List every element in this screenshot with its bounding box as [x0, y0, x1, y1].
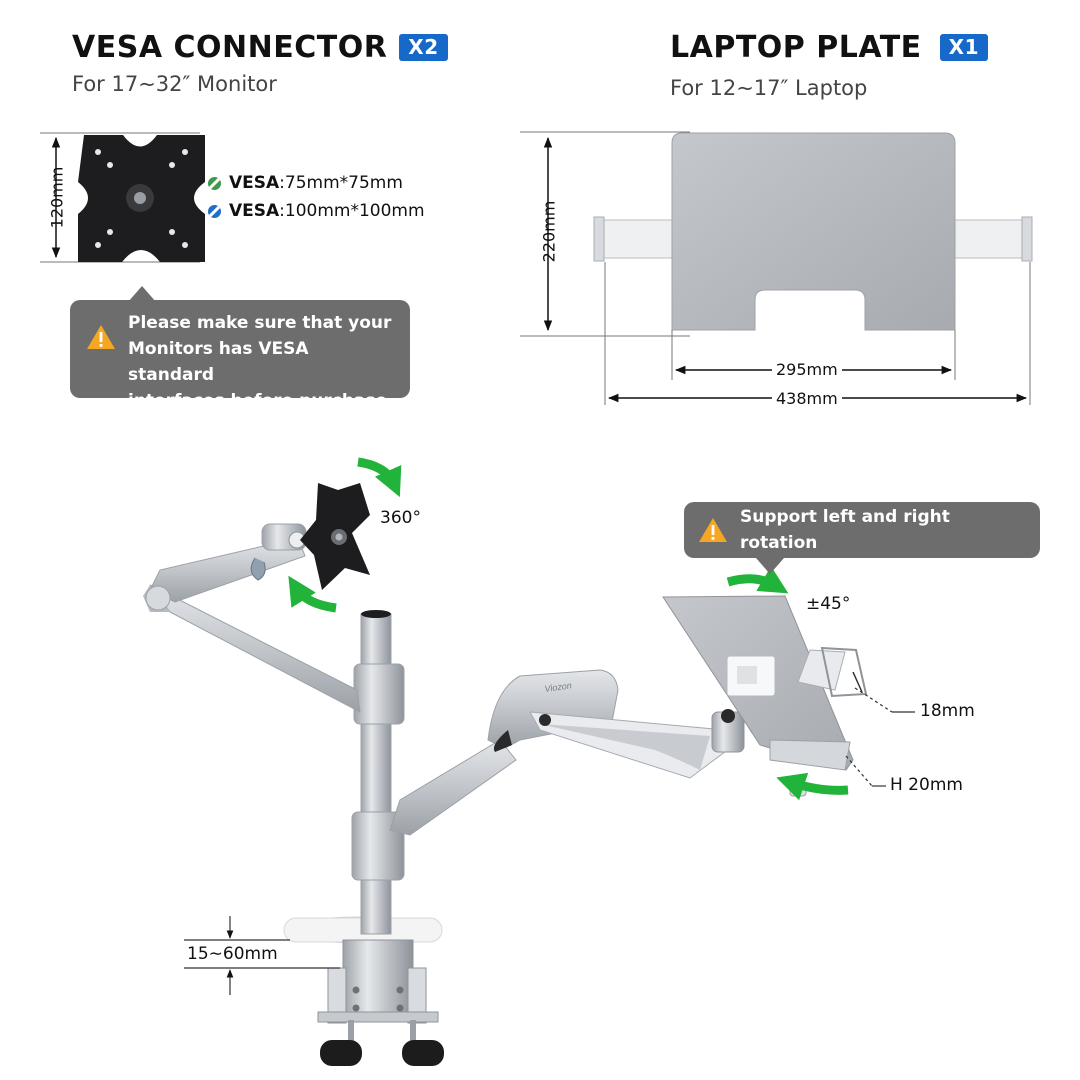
rotation-arrows [288, 457, 849, 801]
vesa-spec-row: VESA:100mm*100mm [208, 201, 425, 221]
vesa-connector-title: VESA CONNECTOR X2 [72, 30, 448, 65]
warning-icon [699, 518, 727, 542]
monitor-rotate-arrow-top [357, 457, 402, 498]
vesa-spec-key: VESA [229, 173, 280, 193]
notice-line: Monitors has VESA standard [128, 339, 309, 385]
laptop-plate-diagram [520, 131, 1033, 405]
vesa-specs: VESA:75mm*75mm VESA:100mm*100mm [208, 173, 425, 221]
monitor-arm-assembly: Viozon [143, 483, 868, 1066]
green-dot-icon [208, 176, 221, 190]
tray-lip-label: 18mm [920, 701, 975, 721]
monitor-rotation-label: 360° [380, 508, 421, 528]
vesa-title-text: VESA CONNECTOR [72, 30, 388, 65]
tilt-arrow-bottom [776, 772, 849, 801]
blue-dot-icon [208, 204, 221, 218]
tilt-arrow-top [726, 566, 789, 594]
tray-height-label: H 20mm [890, 775, 963, 795]
rotation-notice-text: Support left and right rotation [740, 507, 950, 553]
laptop-title-text: LAPTOP PLATE [670, 30, 922, 65]
vesa-spec-key: VESA [229, 201, 280, 221]
brand-mark: Viozon [544, 680, 572, 694]
monitor-rotate-arrow-bottom [288, 575, 337, 613]
vesa-spec-row: VESA:75mm*75mm [208, 173, 425, 193]
leader-lines [184, 671, 915, 995]
vesa-height-label: 120mm [47, 166, 67, 229]
clamp-range-label: 15∼60mm [187, 944, 278, 964]
vesa-plate-diagram [40, 132, 205, 263]
laptop-tilt-label: ±45° [806, 594, 851, 614]
rotation-notice-callout: Support left and right rotation [684, 502, 1040, 558]
vesa-notice-text: Please make sure that your Monitors has … [128, 310, 398, 440]
laptop-subtitle: For 12∼17″ Laptop [670, 76, 868, 100]
vesa-subtitle: For 17∼32″ Monitor [72, 72, 277, 96]
vesa-spec-value: :75mm*75mm [279, 173, 403, 193]
warning-icon [87, 325, 115, 349]
laptop-outer-width-label: 438mm [772, 389, 842, 408]
notice-line: interfaces before purchase . [128, 391, 388, 437]
vesa-spec-value: :100mm*100mm [279, 201, 425, 221]
laptop-plate-title: LAPTOP PLATE X1 [670, 30, 989, 65]
laptop-inner-width-label: 295mm [772, 360, 842, 379]
notice-line: Please make sure that your [128, 313, 392, 333]
vesa-quantity-badge: X2 [399, 34, 448, 61]
laptop-quantity-badge: X1 [939, 34, 989, 61]
notice-pointer [128, 286, 156, 302]
laptop-height-label: 220mm [539, 200, 559, 263]
vesa-notice-callout: Please make sure that your Monitors has … [70, 300, 410, 437]
